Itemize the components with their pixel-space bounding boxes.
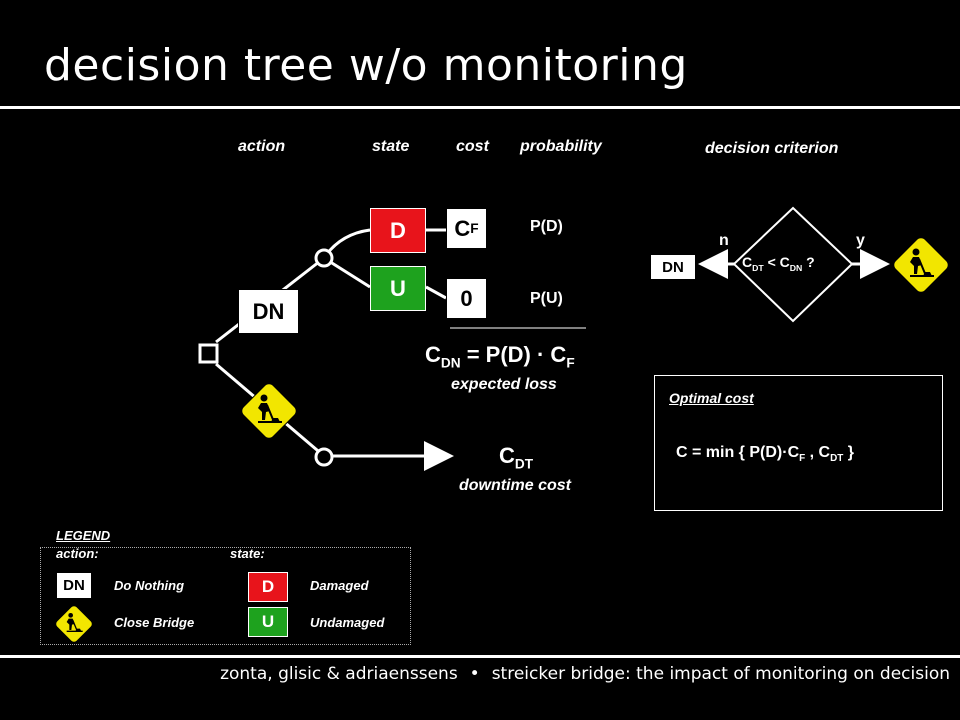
header-probability: probability bbox=[520, 138, 602, 155]
cond-mid: < C bbox=[763, 254, 790, 270]
eq-sub-dn: DN bbox=[440, 355, 461, 371]
formula-sub2: DT bbox=[830, 453, 844, 465]
formula-sub1: F bbox=[799, 453, 806, 465]
optimal-cost-title: Optimal cost bbox=[669, 390, 754, 406]
state-undamaged: U bbox=[370, 266, 426, 311]
eq-c: C bbox=[425, 342, 441, 367]
optimal-cost-formula: C = min { P(D)·CF , CDT } bbox=[676, 444, 854, 464]
criterion-condition: CDT < CDN ? bbox=[742, 254, 815, 273]
cost-zero: 0 bbox=[446, 278, 487, 319]
criterion-no-label: n bbox=[719, 232, 729, 249]
prob-damaged: P(D) bbox=[530, 218, 563, 235]
cond-end: ? bbox=[802, 254, 815, 270]
header-action: action bbox=[238, 138, 286, 155]
legend-damaged-label: Damaged bbox=[310, 578, 369, 593]
legend-damaged-box: D bbox=[248, 572, 288, 602]
footer-subject: streicker bridge: the impact of monitori… bbox=[491, 664, 950, 684]
legend-undamaged-box: U bbox=[248, 607, 288, 637]
downtime-cost-label: downtime cost bbox=[459, 477, 572, 494]
criterion-close-bridge-icon bbox=[893, 237, 949, 293]
legend-action-header: action: bbox=[56, 546, 99, 561]
page-title: decision tree w/o monitoring bbox=[44, 40, 688, 91]
legend-do-nothing-label: Do Nothing bbox=[114, 578, 185, 593]
eq-sub-f: F bbox=[566, 355, 575, 371]
cond-sub1: DT bbox=[752, 262, 764, 273]
top-divider bbox=[0, 106, 960, 109]
chance-node-bottom bbox=[314, 447, 334, 467]
formula-b: , C bbox=[805, 444, 831, 461]
eq-rhs: = P(D) · C bbox=[466, 342, 567, 367]
downtime-cost-symbol: CDT bbox=[499, 443, 533, 471]
expected-loss-label: expected loss bbox=[451, 376, 557, 393]
optimal-cost-box bbox=[654, 375, 943, 511]
cdt-sub: DT bbox=[514, 456, 534, 472]
state-damaged: D bbox=[370, 208, 426, 253]
legend-box bbox=[40, 547, 411, 645]
close-bridge-icon bbox=[241, 383, 297, 439]
bottom-divider bbox=[0, 655, 960, 658]
prob-undamaged: P(U) bbox=[530, 290, 563, 307]
legend-title: LEGEND bbox=[56, 528, 111, 543]
header-cost: cost bbox=[456, 138, 489, 155]
criterion-diamond bbox=[732, 206, 854, 323]
chance-node-top bbox=[314, 248, 334, 268]
criterion-do-nothing: DN bbox=[650, 254, 696, 280]
cost-failure-main: C bbox=[454, 215, 471, 241]
criterion-title: decision criterion bbox=[705, 140, 839, 157]
legend-do-nothing-box: DN bbox=[56, 572, 92, 599]
formula-c: } bbox=[843, 444, 854, 461]
formula-a: C = min { P(D)·C bbox=[676, 444, 800, 461]
footer-authors: zonta, glisic & adriaenssens bbox=[220, 664, 458, 684]
decision-node bbox=[198, 343, 219, 364]
footer-bullet: • bbox=[469, 664, 480, 684]
cost-failure-sub: F bbox=[470, 221, 479, 236]
legend-state-header: state: bbox=[230, 546, 265, 561]
legend-close-bridge-label: Close Bridge bbox=[114, 615, 195, 630]
footer: zonta, glisic & adriaenssens • streicker b… bbox=[0, 664, 960, 684]
legend-close-bridge-icon bbox=[55, 605, 93, 643]
expected-loss-equation: CDN = P(D) · CF bbox=[425, 342, 575, 370]
cond-c1: C bbox=[742, 254, 753, 270]
cond-sub2: DN bbox=[789, 262, 803, 273]
header-state: state bbox=[372, 138, 410, 155]
legend-undamaged-label: Undamaged bbox=[310, 615, 385, 630]
do-nothing-node: DN bbox=[238, 289, 299, 334]
criterion-yes-label: y bbox=[856, 232, 865, 249]
cdt-c: C bbox=[499, 443, 515, 468]
